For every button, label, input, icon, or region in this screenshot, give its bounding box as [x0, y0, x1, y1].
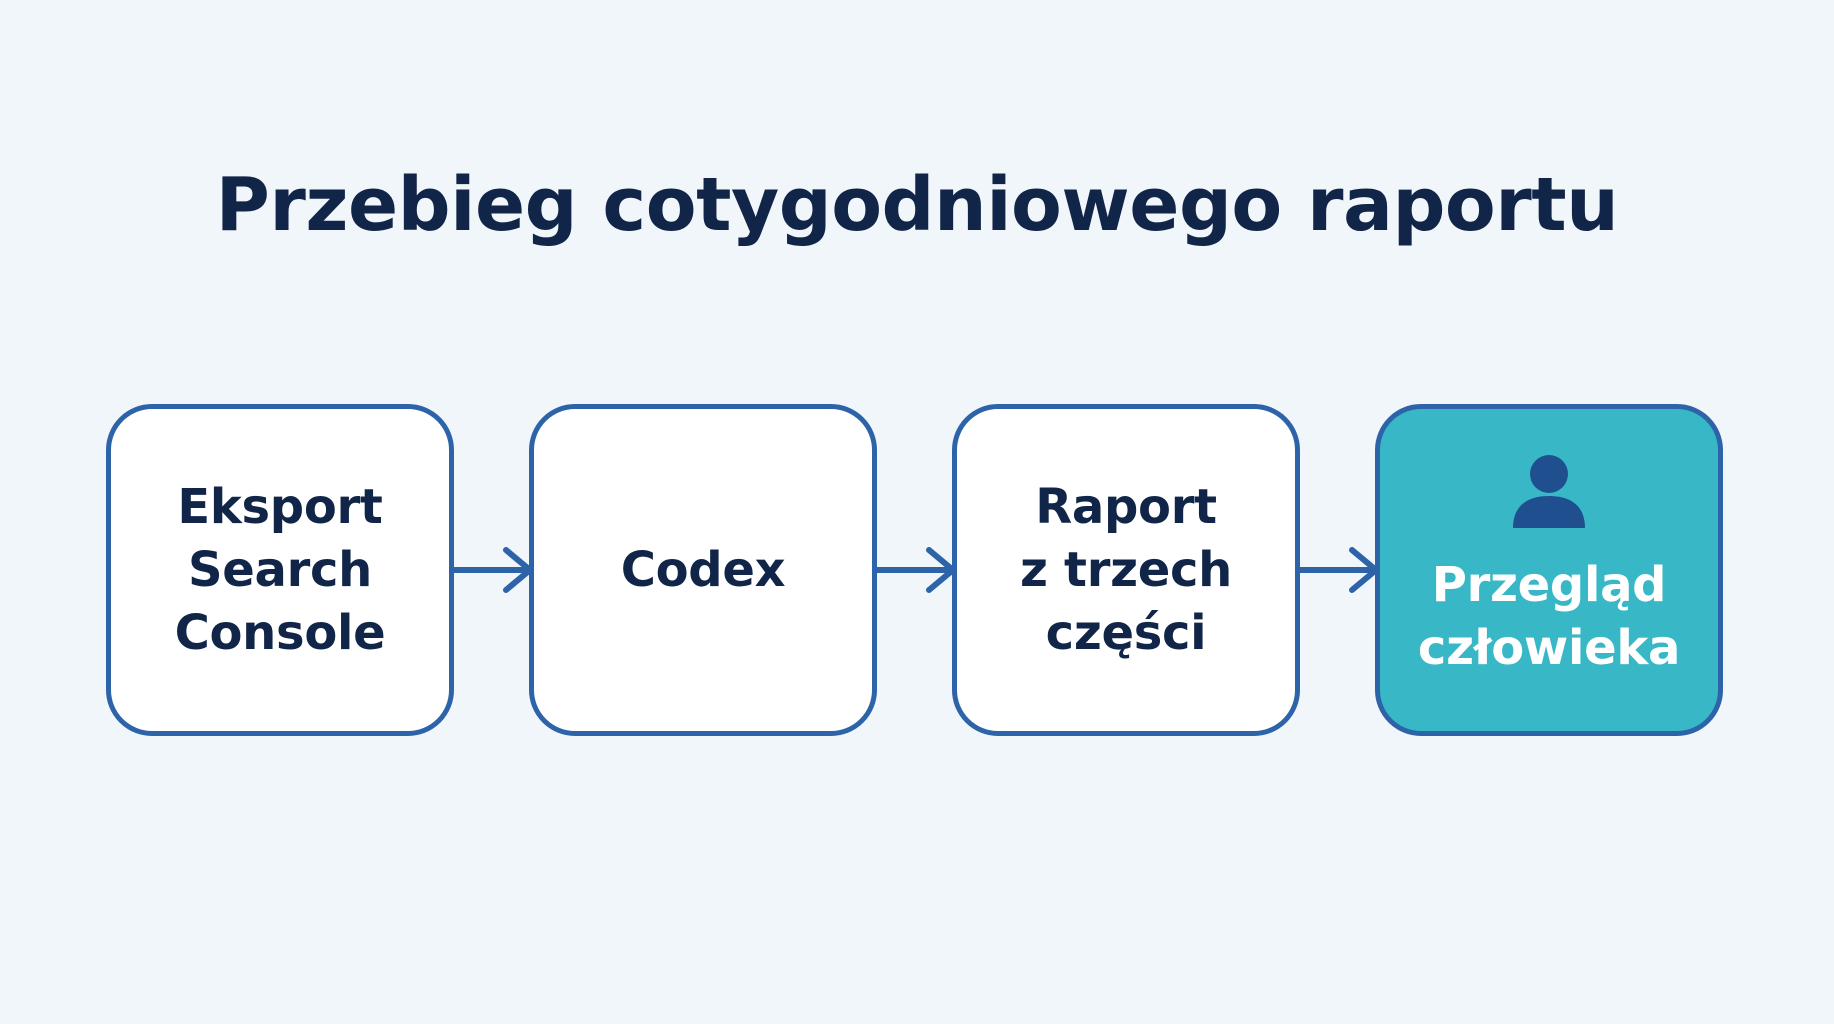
step-label: Eksport Search Console	[174, 478, 386, 661]
page-title: Przebieg cotygodniowego raportu	[215, 162, 1619, 248]
step-three-part-report: Raport z trzech części	[952, 404, 1300, 736]
step-search-console-export: Eksport Search Console	[106, 404, 454, 736]
step-label: Przegląd człowieka	[1417, 557, 1681, 676]
step-label: Raport z trzech części	[1020, 478, 1232, 661]
arrow-right-icon	[1295, 547, 1379, 593]
step-label: Codex	[620, 541, 786, 598]
person-icon	[1513, 455, 1585, 528]
arrow-right-icon	[449, 547, 533, 593]
step-human-review: Przegląd człowieka	[1375, 404, 1723, 736]
arrow-right-icon	[872, 547, 956, 593]
step-codex: Codex	[529, 404, 877, 736]
